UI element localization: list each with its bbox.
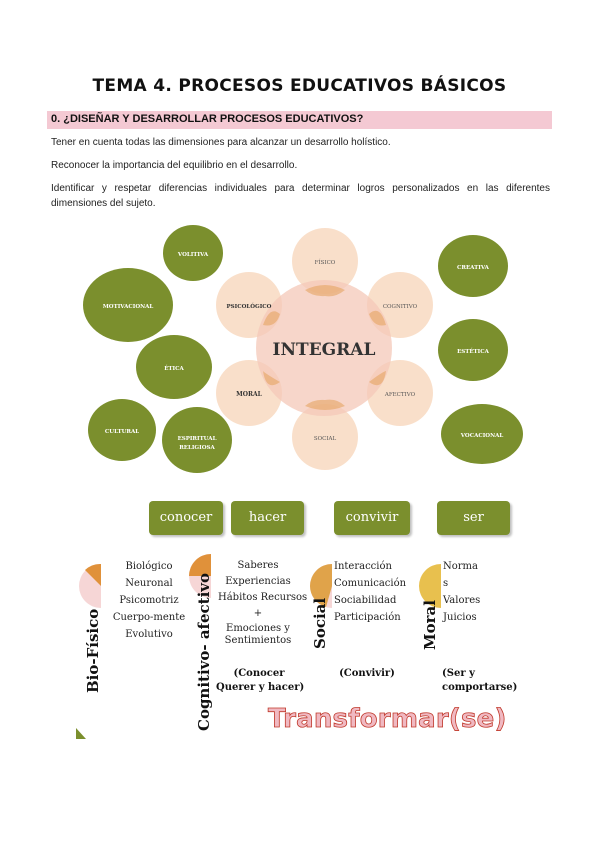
- marker-mor-fill: [419, 564, 441, 608]
- item-juicios: Juicios: [443, 612, 477, 623]
- paragraph-2: Reconocer la importancia del equilibrio …: [51, 160, 298, 171]
- label-vocacional: VOCACIONAL: [460, 433, 504, 439]
- circle-fisico: [292, 228, 358, 294]
- label-cultural: CULTURAL: [105, 429, 139, 435]
- item-comunicacion: Comunicación: [334, 578, 407, 589]
- corner-triangle-icon: [76, 728, 86, 739]
- paragraph-3: Identificar y respetar diferencias indiv…: [51, 183, 550, 209]
- item-saberes: Saberes: [237, 560, 279, 571]
- label-espiritual-2: RELIGIOSA: [179, 445, 215, 451]
- label-estetica: ESTÉTICA: [457, 347, 489, 355]
- page-title: TEMA 4. PROCESOS EDUCATIVOS BÁSICOS: [92, 76, 507, 96]
- label-integral: INTEGRAL: [273, 340, 376, 360]
- item-plus: +: [253, 608, 263, 619]
- circle-vocacional: [441, 404, 523, 464]
- label-moral-vertical: Moral: [421, 600, 439, 650]
- item-experiencias: Experiencias: [225, 576, 291, 587]
- item-sentimientos: Sentimientos: [224, 635, 292, 646]
- list-soc: Interacción Comunicación Sociabilidad Pa…: [334, 558, 406, 626]
- circle-integral: [256, 280, 392, 416]
- label-social-vertical: Social: [311, 597, 329, 649]
- circle-volitiva: [163, 225, 223, 281]
- box-conocer: conocer: [149, 501, 223, 535]
- note-mor-line-1: (Ser y: [442, 668, 475, 679]
- item-biologico: Biológico: [125, 561, 173, 572]
- circle-motivacional: [83, 268, 173, 342]
- label-social: SOCIAL: [314, 436, 337, 442]
- item-participacion: Participación: [334, 612, 401, 623]
- item-neuronal: Neuronal: [125, 578, 173, 589]
- label-motivacional: MOTIVACIONAL: [103, 304, 154, 310]
- label-moral: MORAL: [236, 391, 263, 398]
- item-evolutivo: Evolutivo: [125, 629, 173, 640]
- circle-social: [292, 404, 358, 470]
- label-bio-fisico: Bio-Físico: [84, 608, 102, 693]
- item-valores: Valores: [443, 595, 481, 606]
- overlap-accents: [263, 285, 386, 410]
- note-soc-line-1: (Convivir): [339, 668, 395, 679]
- box-hacer: hacer: [231, 501, 304, 535]
- label-afectivo: AFECTIVO: [384, 392, 416, 398]
- note-mor: (Ser y comportarse): [442, 667, 520, 695]
- note-mor-line-2: comportarse): [442, 682, 518, 693]
- label-cognitivo-afectivo: Cognitivo- afectivo: [195, 572, 213, 731]
- transformar-title: Transformar(se): [268, 704, 507, 735]
- label-cognitivo: COGNITIVO: [383, 304, 418, 310]
- section-heading-bar: 0. ¿DISEÑAR Y DESARROLLAR PROCESOS EDUCA…: [47, 111, 552, 129]
- note-cog-line-2: Querer y hacer): [216, 682, 305, 693]
- circle-estetica: [438, 319, 508, 381]
- note-cog-line-1: (Conocer: [233, 668, 285, 679]
- item-psicomotriz: Psicomotriz: [119, 595, 179, 606]
- outer-circles: [83, 225, 523, 473]
- list-cog: Saberes Experiencias Hábitos Recursos + …: [218, 558, 308, 646]
- section-heading: 0. ¿DISEÑAR Y DESARROLLAR PROCESOS EDUCA…: [51, 113, 364, 125]
- box-ser: ser: [437, 501, 510, 535]
- item-interaccion: Interacción: [334, 561, 392, 572]
- label-etica: ÉTICA: [164, 364, 184, 372]
- item-emociones: Emociones y: [226, 623, 290, 634]
- item-norma: Norma: [443, 561, 478, 572]
- marker-bio-fill: [85, 563, 101, 586]
- note-soc: (Convivir): [337, 667, 397, 681]
- list-mor: Norma s Valores Juicios: [443, 558, 499, 626]
- label-fisico: FÍSICO: [315, 259, 336, 266]
- quarter-markers: [79, 554, 441, 608]
- label-psicologico: PSICOLÓGICO: [227, 302, 272, 310]
- note-cog: (Conocer Querer y hacer): [216, 667, 305, 695]
- label-espiritual-1: ESPIRITUAL: [178, 436, 217, 442]
- item-cuerpo-mente: Cuerpo-mente: [112, 612, 186, 623]
- circle-espiritual: [162, 407, 232, 473]
- label-volitiva: VOLITIVA: [177, 252, 209, 258]
- circle-cultural: [88, 399, 156, 461]
- circle-etica: [136, 335, 212, 399]
- item-sociabilidad: Sociabilidad: [334, 595, 397, 606]
- label-creativa: CREATIVA: [457, 265, 490, 271]
- item-s: s: [443, 578, 449, 589]
- marker-soc-fill: [310, 564, 332, 607]
- box-convivir: convivir: [334, 501, 410, 535]
- item-habitos: Hábitos Recursos: [218, 592, 308, 603]
- paragraph-1: Tener en cuenta todas las dimensiones pa…: [51, 137, 391, 148]
- marker-cog-fill: [189, 554, 211, 576]
- circle-creativa: [438, 235, 508, 297]
- list-bio: Biológico Neuronal Psicomotriz Cuerpo-me…: [106, 558, 192, 643]
